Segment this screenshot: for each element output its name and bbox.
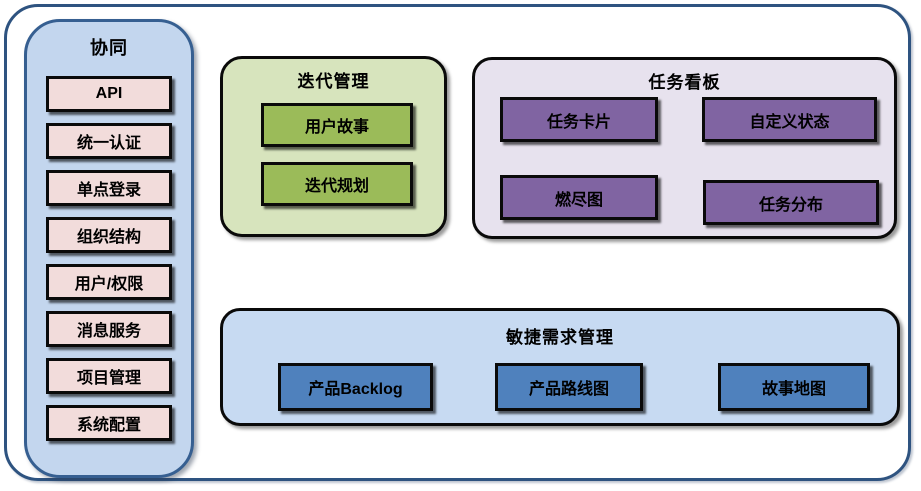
iteration-management-panel: 迭代管理 用户故事 迭代规划 xyxy=(220,56,447,237)
box-iteration-planning: 迭代规划 xyxy=(261,162,413,206)
sidebar-item-org-structure: 组织结构 xyxy=(46,217,172,253)
box-custom-status: 自定义状态 xyxy=(702,97,877,142)
box-story-map: 故事地图 xyxy=(718,363,870,411)
box-task-distribution: 任务分布 xyxy=(703,180,879,225)
iteration-management-title: 迭代管理 xyxy=(297,72,370,91)
box-burndown-chart: 燃尽图 xyxy=(500,175,658,220)
agile-requirements-panel: 敏捷需求管理 产品Backlog 产品路线图 故事地图 xyxy=(220,308,900,426)
task-board-title: 任务看板 xyxy=(648,73,721,92)
sidebar-item-user-permissions: 用户/权限 xyxy=(46,264,172,300)
task-board-panel: 任务看板 任务卡片 自定义状态 燃尽图 任务分布 xyxy=(472,57,897,239)
sidebar-item-message-service: 消息服务 xyxy=(46,311,172,347)
agile-requirements-title: 敏捷需求管理 xyxy=(506,328,614,347)
outer-frame: 协同 API 统一认证 单点登录 组织结构 用户/权限 消息服务 项目管理 系统… xyxy=(4,4,911,481)
sidebar-item-unified-auth: 统一认证 xyxy=(46,123,172,159)
box-user-story: 用户故事 xyxy=(261,103,413,147)
collaboration-panel: 协同 API 统一认证 单点登录 组织结构 用户/权限 消息服务 项目管理 系统… xyxy=(24,19,194,478)
box-product-backlog: 产品Backlog xyxy=(278,363,433,411)
box-task-card: 任务卡片 xyxy=(500,97,658,142)
sidebar-item-system-config: 系统配置 xyxy=(46,405,172,441)
sidebar-item-api: API xyxy=(46,76,172,112)
sidebar-item-project-management: 项目管理 xyxy=(46,358,172,394)
box-product-roadmap: 产品路线图 xyxy=(495,363,643,411)
collaboration-panel-title: 协同 xyxy=(90,38,128,58)
sidebar-item-sso: 单点登录 xyxy=(46,170,172,206)
